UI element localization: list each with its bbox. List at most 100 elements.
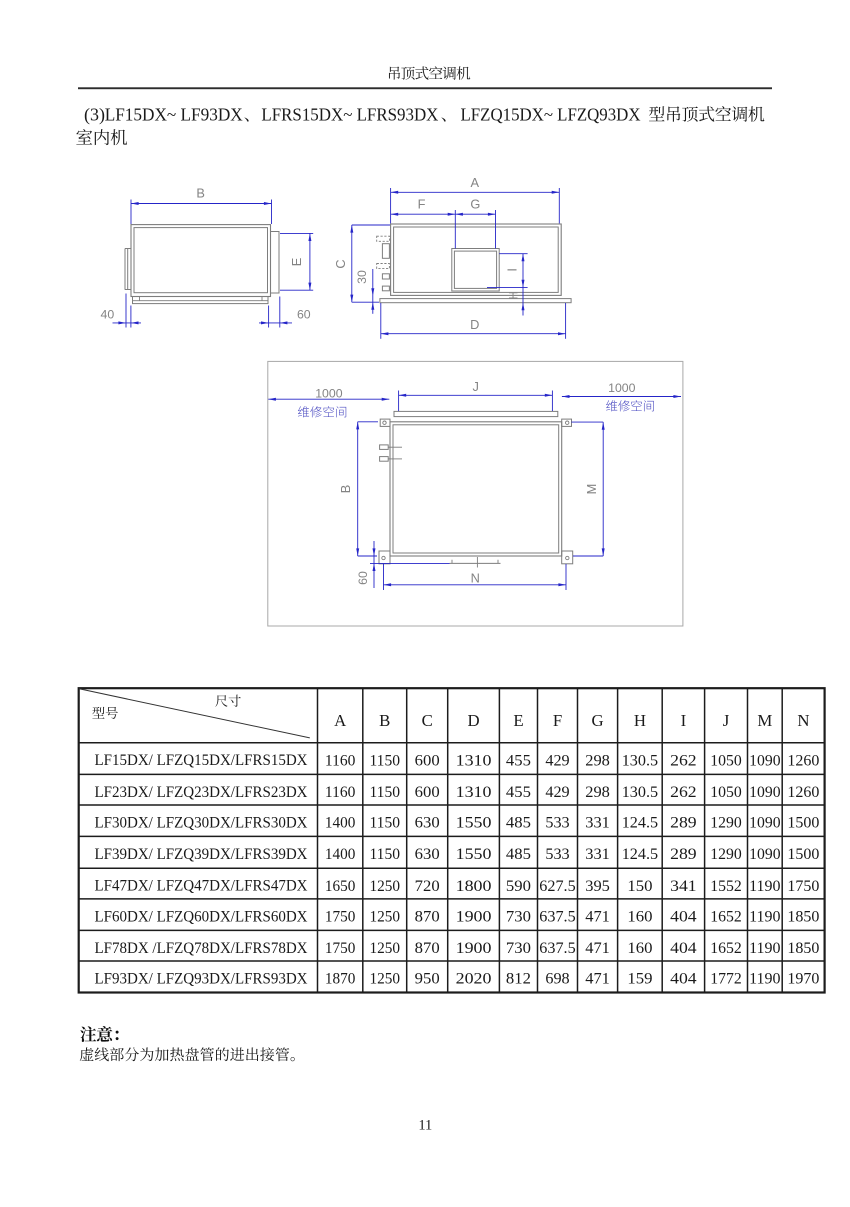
svg-text:A: A bbox=[334, 711, 346, 730]
svg-text:298: 298 bbox=[585, 782, 610, 801]
svg-text:1150: 1150 bbox=[369, 751, 400, 770]
svg-text:1090: 1090 bbox=[749, 844, 780, 863]
svg-text:C: C bbox=[333, 259, 348, 268]
svg-text:LF15DX~ LF93DX: LF15DX~ LF93DX bbox=[105, 104, 243, 124]
svg-text:262: 262 bbox=[670, 782, 697, 801]
svg-text:J: J bbox=[472, 379, 478, 394]
svg-text:A: A bbox=[471, 175, 480, 190]
svg-text:60: 60 bbox=[297, 308, 311, 322]
svg-text:1190: 1190 bbox=[749, 907, 780, 926]
svg-text:I: I bbox=[505, 268, 520, 272]
svg-text:870: 870 bbox=[415, 938, 440, 957]
svg-text:159: 159 bbox=[627, 969, 652, 988]
svg-text:11: 11 bbox=[418, 1118, 432, 1134]
svg-text:LFZQ15DX~ LFZQ93DX: LFZQ15DX~ LFZQ93DX bbox=[461, 104, 641, 124]
svg-text:D: D bbox=[467, 711, 479, 730]
svg-text:M: M bbox=[584, 484, 599, 495]
svg-text:1260: 1260 bbox=[787, 751, 819, 770]
svg-text:1190: 1190 bbox=[749, 876, 780, 895]
svg-text:LF15DX/ LFZQ15DX/LFRS15DX: LF15DX/ LFZQ15DX/LFRS15DX bbox=[95, 752, 308, 769]
svg-text:1750: 1750 bbox=[325, 938, 356, 957]
svg-text:160: 160 bbox=[627, 907, 652, 926]
svg-text:N: N bbox=[797, 711, 809, 730]
svg-text:1290: 1290 bbox=[710, 844, 742, 863]
svg-text:590: 590 bbox=[506, 876, 531, 895]
svg-text:262: 262 bbox=[670, 751, 697, 770]
svg-text:1552: 1552 bbox=[710, 876, 742, 895]
svg-text:1090: 1090 bbox=[749, 813, 780, 832]
svg-text:289: 289 bbox=[670, 813, 697, 832]
svg-text:1090: 1090 bbox=[749, 782, 780, 801]
svg-text:1260: 1260 bbox=[787, 782, 819, 801]
svg-text:600: 600 bbox=[415, 751, 440, 770]
svg-text:LF78DX /LFZQ78DX/LFRS78DX: LF78DX /LFZQ78DX/LFRS78DX bbox=[95, 940, 308, 957]
svg-text:630: 630 bbox=[415, 813, 440, 832]
svg-text:1400: 1400 bbox=[325, 844, 356, 863]
svg-text:1750: 1750 bbox=[787, 876, 819, 895]
svg-text:950: 950 bbox=[415, 969, 440, 988]
svg-text:1310: 1310 bbox=[456, 782, 492, 801]
svg-text:1000: 1000 bbox=[315, 386, 343, 400]
svg-text:150: 150 bbox=[627, 876, 652, 895]
svg-text:341: 341 bbox=[670, 876, 697, 895]
svg-text:J: J bbox=[723, 711, 730, 730]
svg-text:600: 600 bbox=[415, 782, 440, 801]
svg-text:395: 395 bbox=[585, 876, 610, 895]
svg-text:LF39DX/ LFZQ39DX/LFRS39DX: LF39DX/ LFZQ39DX/LFRS39DX bbox=[95, 846, 308, 863]
svg-text:1772: 1772 bbox=[710, 969, 742, 988]
svg-text:1400: 1400 bbox=[325, 813, 356, 832]
svg-text:C: C bbox=[422, 711, 433, 730]
svg-text:I: I bbox=[681, 711, 687, 730]
svg-text:1050: 1050 bbox=[710, 782, 742, 801]
svg-text:1500: 1500 bbox=[787, 813, 819, 832]
svg-text:1250: 1250 bbox=[369, 907, 400, 926]
svg-text:1900: 1900 bbox=[456, 907, 492, 926]
svg-text:429: 429 bbox=[545, 782, 569, 801]
svg-text:1870: 1870 bbox=[325, 969, 356, 988]
svg-text:637.5: 637.5 bbox=[539, 907, 575, 926]
svg-text:1150: 1150 bbox=[369, 782, 400, 801]
svg-text:289: 289 bbox=[670, 844, 697, 863]
svg-text:1190: 1190 bbox=[749, 938, 780, 957]
svg-text:(3): (3) bbox=[84, 104, 105, 125]
svg-text:1050: 1050 bbox=[710, 751, 742, 770]
svg-text:1000: 1000 bbox=[608, 381, 636, 395]
svg-text:G: G bbox=[591, 711, 603, 730]
svg-text:1190: 1190 bbox=[749, 969, 780, 988]
svg-text:LF93DX/ LFZQ93DX/LFRS93DX: LF93DX/ LFZQ93DX/LFRS93DX bbox=[95, 970, 308, 987]
svg-text:LF30DX/ LFZQ30DX/LFRS30DX: LF30DX/ LFZQ30DX/LFRS30DX bbox=[95, 814, 308, 831]
svg-text:627.5: 627.5 bbox=[539, 876, 575, 895]
svg-text:485: 485 bbox=[506, 813, 531, 832]
svg-text:1500: 1500 bbox=[787, 844, 819, 863]
svg-text:M: M bbox=[757, 711, 772, 730]
svg-text:60: 60 bbox=[356, 571, 370, 585]
svg-text:1250: 1250 bbox=[369, 969, 400, 988]
svg-text:471: 471 bbox=[585, 938, 610, 957]
svg-text:G: G bbox=[470, 197, 480, 212]
svg-text:1900: 1900 bbox=[456, 938, 492, 957]
svg-text:720: 720 bbox=[415, 876, 440, 895]
svg-text:1550: 1550 bbox=[456, 844, 492, 863]
svg-text:637.5: 637.5 bbox=[539, 938, 575, 957]
svg-text:1160: 1160 bbox=[325, 751, 356, 770]
svg-text:1970: 1970 bbox=[787, 969, 819, 988]
svg-text:1160: 1160 bbox=[325, 782, 356, 801]
svg-text:F: F bbox=[553, 711, 562, 730]
svg-text:730: 730 bbox=[506, 938, 531, 957]
svg-text:1750: 1750 bbox=[325, 907, 356, 926]
svg-text:1250: 1250 bbox=[369, 876, 400, 895]
svg-text:130.5: 130.5 bbox=[622, 751, 658, 770]
svg-text:2020: 2020 bbox=[456, 969, 492, 988]
svg-text:533: 533 bbox=[545, 813, 569, 832]
svg-text:404: 404 bbox=[670, 969, 697, 988]
svg-text:455: 455 bbox=[506, 782, 531, 801]
svg-text:331: 331 bbox=[585, 844, 610, 863]
svg-text:124.5: 124.5 bbox=[622, 844, 658, 863]
svg-text:812: 812 bbox=[506, 969, 531, 988]
svg-text:1150: 1150 bbox=[369, 844, 400, 863]
svg-text:H: H bbox=[634, 711, 646, 730]
svg-text:B: B bbox=[338, 485, 353, 494]
svg-text:LF60DX/ LFZQ60DX/LFRS60DX: LF60DX/ LFZQ60DX/LFRS60DX bbox=[95, 908, 308, 925]
svg-text:D: D bbox=[470, 317, 479, 332]
svg-text:485: 485 bbox=[506, 844, 531, 863]
